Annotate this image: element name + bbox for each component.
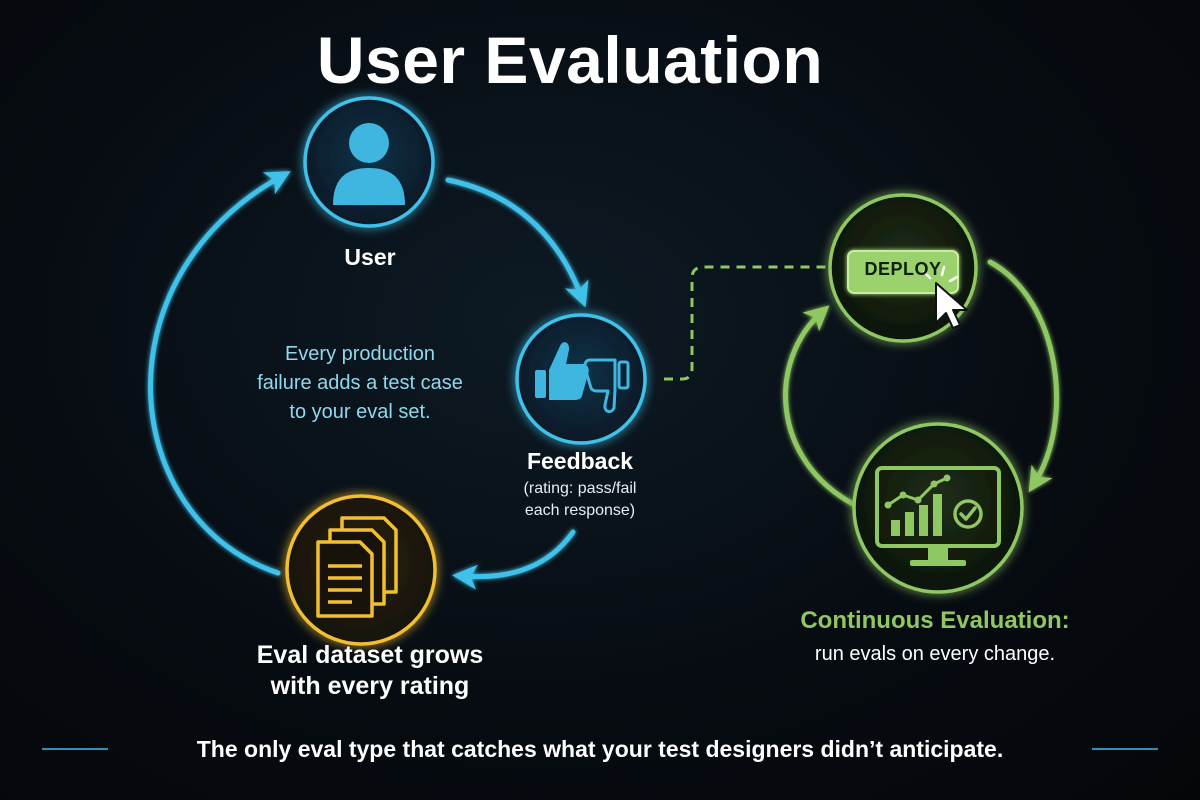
cursor-icon: [922, 265, 968, 329]
documents-icon: [316, 516, 398, 618]
deploy-button-shape: [847, 250, 959, 294]
thumbs-down-icon: [583, 358, 630, 414]
feedback-node: [515, 313, 647, 445]
continuous-eval-arrows: [783, 259, 1060, 508]
dataset-label: Eval dataset grows with every rating: [220, 640, 520, 702]
feedback-sublabel-line: each response): [524, 502, 636, 519]
dashed-connector: [664, 265, 826, 381]
user-label: User: [344, 244, 396, 270]
arrow-deploy-to-monitor: [987, 259, 1060, 493]
continuous-eval-subtitle: run evals on every change.: [814, 643, 1056, 665]
footer-caption: The only eval type that catches what you…: [196, 736, 1004, 762]
page-title: User Evaluation: [316, 23, 824, 97]
dataset-label-line: with every rating: [270, 672, 470, 700]
cycle-note: Every production failure adds a test cas…: [230, 340, 490, 427]
arrow-user-to-feedback: [445, 177, 589, 308]
deploy-button-label: DEPLOY: [864, 259, 942, 279]
dataset-label-line: Eval dataset grows: [256, 641, 484, 669]
thumbs-up-icon: [535, 342, 589, 400]
feedback-sublabel-line: (rating: pass/fail: [523, 480, 637, 497]
feedback-label: Feedback: [526, 448, 634, 474]
cycle-note-line: failure adds a test case: [257, 372, 463, 394]
arrow-dataset-to-user: [148, 171, 291, 576]
arrow-feedback-to-dataset: [452, 529, 576, 590]
cycle-note-line: Every production: [284, 343, 436, 365]
feedback-sublabel: (rating: pass/fail each response): [470, 478, 690, 522]
arrow-monitor-to-deploy: [783, 305, 858, 508]
continuous-eval-title: Continuous Evaluation:: [800, 607, 1070, 634]
user-node: [303, 96, 435, 228]
monitor-node: [852, 422, 1024, 594]
cycle-note-line: to your eval set.: [289, 401, 431, 423]
feedback-cycle-arrows: [148, 171, 589, 590]
user-icon: [333, 123, 405, 205]
monitor-chart-icon: [875, 466, 1001, 566]
deploy-node: [828, 193, 978, 343]
dataset-node: [285, 494, 437, 646]
